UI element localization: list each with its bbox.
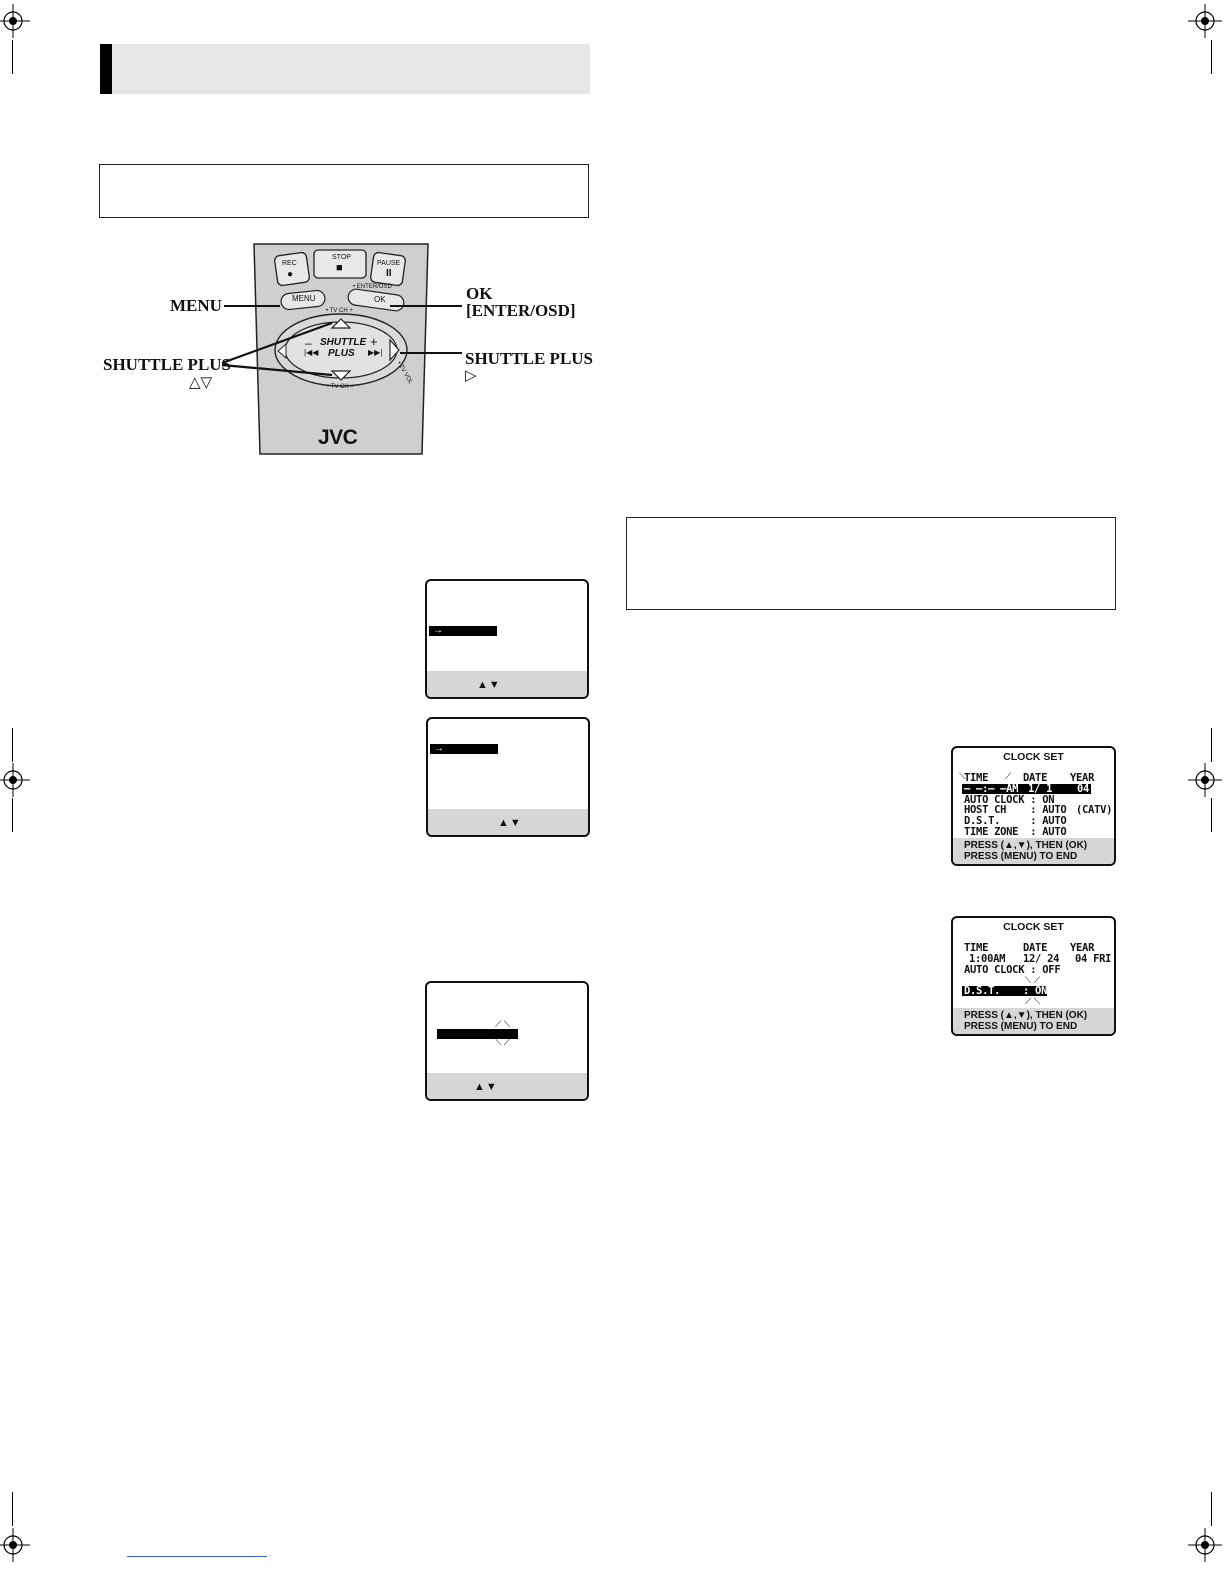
- clock-set-screen-1: CLOCK SET ⟍ ⟋ TIME DATE YEAR – –:– –AM 1…: [951, 746, 1116, 866]
- year-value: 04: [1077, 783, 1090, 795]
- blink-indicator-icon: ⟍: [959, 771, 966, 781]
- registration-mark-top-right: [1188, 4, 1222, 38]
- ok-callout-label: OK: [466, 284, 493, 303]
- shuttle-plus-updown-callout-label: SHUTTLE PLUS: [103, 355, 232, 374]
- osd-screen-2-updown-arrows: ▲▼: [498, 817, 522, 829]
- header-time: TIME: [964, 772, 989, 784]
- dst-line: D.S.T. : AUTO: [964, 815, 1067, 827]
- year-value: 04 FRI: [1075, 953, 1112, 965]
- tv-ch-minus-label: • TV CH –: [327, 384, 354, 390]
- registration-mark-mid-right: [1188, 763, 1222, 797]
- date-value: 1/ 1: [1028, 783, 1053, 795]
- jvc-logo: JVC: [318, 426, 358, 449]
- date-value: 12/ 24: [1023, 953, 1060, 965]
- crop-line: [12, 1492, 13, 1526]
- enter-osd-small-label: • ENTER/OSD: [353, 284, 392, 290]
- footer-line-2: PRESS (MENU) TO END: [964, 851, 1078, 862]
- ok-button-label[interactable]: OK: [374, 295, 386, 304]
- registration-mark-bottom-right: [1188, 1528, 1222, 1562]
- osd-screen-1-updown-arrows: ▲▼: [477, 679, 501, 691]
- auto-clock-line: AUTO CLOCK : OFF: [964, 964, 1061, 976]
- crop-line: [1211, 798, 1212, 832]
- section-header-tab: [100, 44, 112, 94]
- osd-screen-3-footer: [427, 1073, 587, 1099]
- fast-forward-icon: ▶▶|: [368, 348, 383, 357]
- registration-mark-bottom-left: [0, 1528, 30, 1562]
- registration-mark-mid-left: [0, 763, 30, 797]
- host-ch-catv: (CATV): [1076, 804, 1113, 816]
- time-value: – –:– –AM: [964, 783, 1019, 795]
- dst-label: D.S.T.: [964, 985, 1001, 997]
- header-year: YEAR: [1070, 772, 1095, 784]
- osd-screen-2-highlight: →: [430, 744, 498, 754]
- stop-button-icon: ■: [336, 262, 343, 274]
- osd-screen-3-updown-arrows: ▲▼: [474, 1081, 498, 1093]
- arrow-icon: →: [434, 743, 444, 754]
- osd-screen-1-footer: [427, 671, 587, 697]
- enter-osd-callout-label: [ENTER/OSD]: [466, 301, 576, 320]
- footer-link-underline: [127, 1556, 267, 1558]
- osd-screen-2-footer: [428, 809, 588, 835]
- remote-body-svg: [221, 243, 462, 455]
- crop-line: [1211, 1492, 1212, 1526]
- shuttle-label: SHUTTLE: [320, 337, 367, 348]
- arrow-icon: →: [433, 625, 443, 636]
- footer-line-1: PRESS (▲,▼), THEN (OK): [964, 840, 1088, 851]
- blink-indicator-icon: ⟋ ⟍: [1025, 996, 1041, 1006]
- dst-value: : ON: [1023, 985, 1048, 997]
- header-time: TIME: [964, 942, 989, 954]
- osd-screen-2: → ▲▼: [426, 717, 590, 837]
- clock-set-screen-2: CLOCK SET TIME DATE YEAR 1:00AM 12/ 24 0…: [951, 916, 1116, 1036]
- menu-button-label[interactable]: MENU: [292, 294, 316, 303]
- dst-highlight: [962, 986, 1047, 996]
- shuttle-plus-updown-arrows: △▽: [189, 374, 213, 391]
- rec-button-icon: ●: [287, 269, 294, 280]
- header-date: DATE: [1023, 942, 1048, 954]
- blink-indicator-icon: ⟍ ⟋: [495, 1037, 511, 1047]
- shuttle-plus-right-callout-label: SHUTTLE PLUS: [465, 349, 594, 368]
- stop-button-label[interactable]: STOP: [332, 254, 351, 261]
- osd-screen-3-highlight: [437, 1029, 518, 1039]
- clock-set-footer: PRESS (▲,▼), THEN (OK) PRESS (MENU) TO E…: [953, 838, 1114, 864]
- time-value: 1:00AM: [969, 953, 1006, 965]
- clock-set-footer: PRESS (▲,▼), THEN (OK) PRESS (MENU) TO E…: [953, 1008, 1114, 1034]
- footer-line-2: PRESS (MENU) TO END: [964, 1021, 1078, 1032]
- osd-screen-1-highlight: →: [429, 626, 497, 636]
- section-header-bar: [100, 44, 590, 94]
- plus-label: PLUS: [328, 348, 355, 359]
- crop-line: [12, 40, 13, 74]
- header-date: DATE: [1023, 772, 1048, 784]
- time-zone-line: TIME ZONE : AUTO: [964, 826, 1067, 838]
- host-ch-line: HOST CH : AUTO: [964, 804, 1067, 816]
- blink-indicator-icon: ⟋: [1005, 771, 1012, 781]
- clock-set-title: CLOCK SET: [1003, 921, 1064, 933]
- remote-control-illustration: REC ● STOP ■ PAUSE II MENU • ENTER/OSD O…: [100, 240, 594, 460]
- rewind-icon: |◀◀: [304, 348, 319, 357]
- rec-button-label[interactable]: REC: [282, 260, 297, 267]
- shuttle-plus-right-arrow: ▷: [465, 367, 477, 384]
- crop-line: [12, 798, 13, 832]
- footer-line-1: PRESS (▲,▼), THEN (OK): [964, 1010, 1088, 1021]
- osd-screen-3: ⟋ ⟍ ⟍ ⟋ ▲▼: [425, 981, 589, 1101]
- osd-screen-1: → ▲▼: [425, 579, 589, 699]
- crop-line: [1211, 728, 1212, 762]
- blink-indicator-icon: ⟋ ⟍: [495, 1019, 511, 1029]
- clock-set-title: CLOCK SET: [1003, 751, 1064, 763]
- menu-callout-label: MENU: [170, 296, 222, 315]
- crop-line: [12, 728, 13, 762]
- note-box-right: [626, 517, 1116, 610]
- pause-button-icon: II: [386, 268, 392, 279]
- note-box-left: [99, 164, 589, 218]
- time-date-year-highlight: [962, 784, 1091, 794]
- crop-line: [1211, 40, 1212, 74]
- blink-indicator-icon: ⟍ ⟋: [1025, 975, 1041, 985]
- header-year: YEAR: [1070, 942, 1095, 954]
- shuttle-plus-sign: +: [370, 334, 378, 349]
- tv-ch-plus-label: • TV CH +: [326, 308, 353, 314]
- shuttle-minus-sign: –: [305, 336, 312, 350]
- pause-button-label[interactable]: PAUSE: [377, 260, 401, 267]
- auto-clock-line: AUTO CLOCK : ON: [964, 794, 1055, 806]
- registration-mark-top-left: [0, 4, 30, 38]
